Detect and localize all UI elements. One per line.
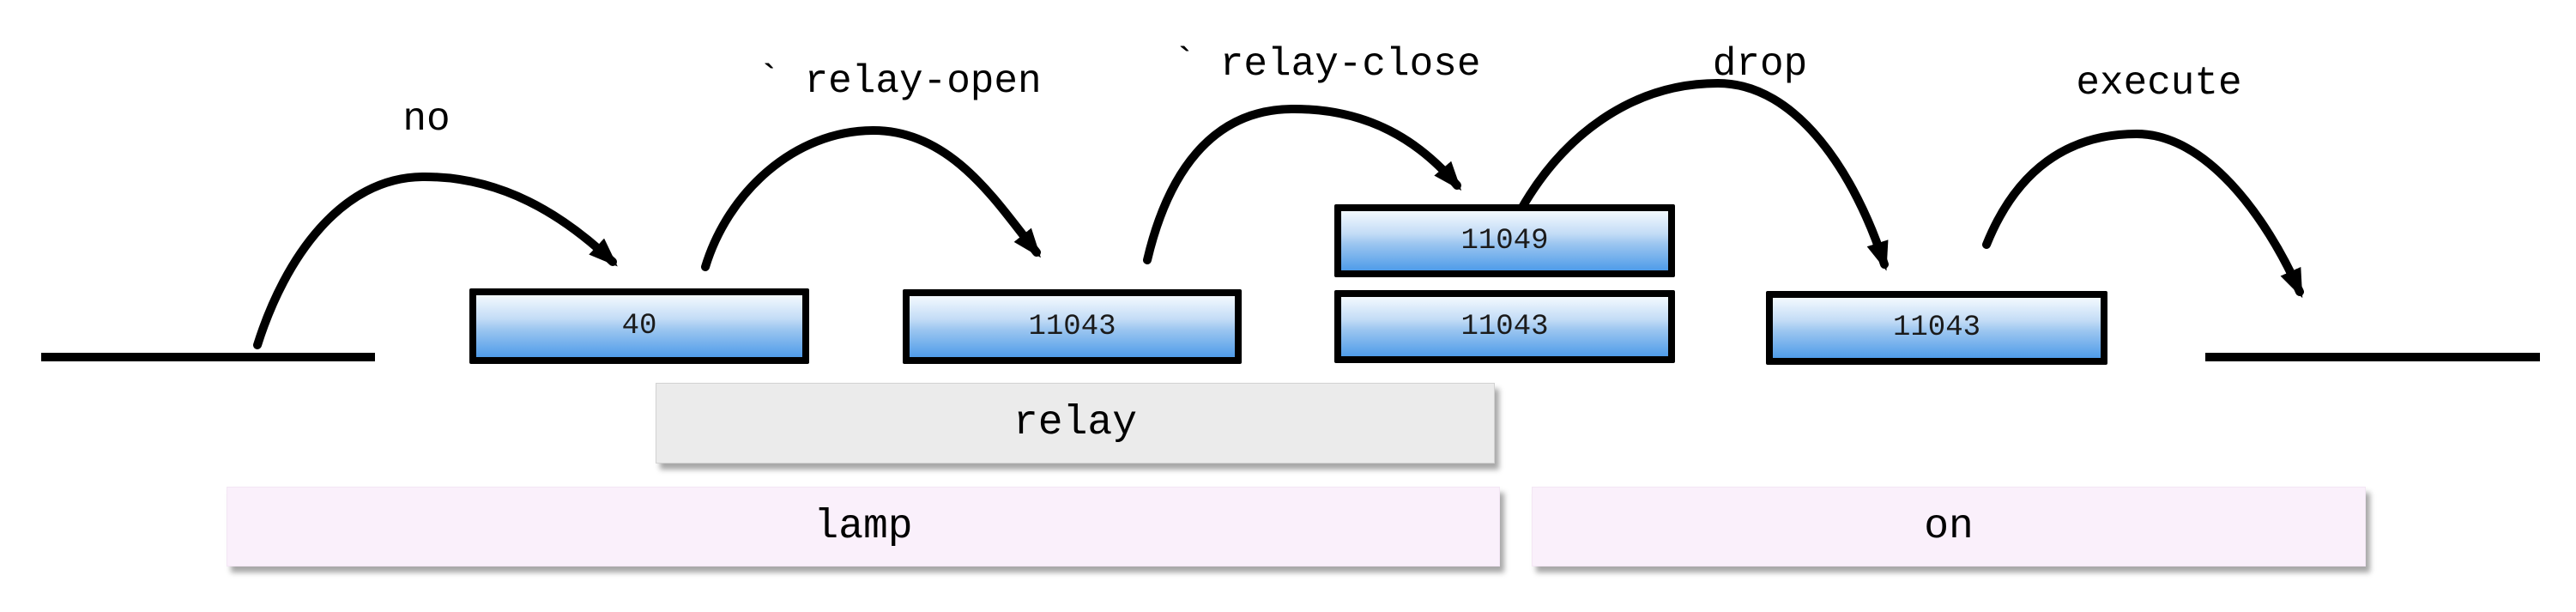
band-relay: relay xyxy=(656,383,1495,464)
stack-cell-11043-first: 11043 xyxy=(903,289,1242,364)
arc-label-drop: drop xyxy=(1712,42,1808,87)
arc-label-execute: execute xyxy=(2076,61,2242,106)
stack-cell-value: 40 xyxy=(621,310,657,342)
band-lamp: lamp xyxy=(227,487,1500,567)
stack-cell-11043-under: 11043 xyxy=(1334,290,1675,363)
arc-label-relay-open: ` relay-open xyxy=(757,59,1042,104)
band-lamp-label: lamp xyxy=(813,503,913,550)
stack-cell-40: 40 xyxy=(469,288,809,364)
stack-cell-value: 11043 xyxy=(1460,310,1549,343)
band-on: on xyxy=(1532,487,2366,567)
stack-cell-value: 11043 xyxy=(1892,312,1981,344)
band-relay-label: relay xyxy=(1013,400,1138,446)
band-on-label: on xyxy=(1924,503,1974,550)
arc-relay-open xyxy=(701,125,1042,271)
stack-cell-value: 11043 xyxy=(1028,310,1116,343)
arc-label-relay-close: ` relay-close xyxy=(1172,42,1481,87)
arc-label-no: no xyxy=(402,97,450,142)
stack-cell-11043-last: 11043 xyxy=(1766,291,2107,365)
arc-execute xyxy=(1982,129,2304,299)
stack-cell-11049-top: 11049 xyxy=(1334,204,1675,277)
stack-cell-value: 11049 xyxy=(1460,224,1549,258)
baseline-left xyxy=(41,353,375,361)
baseline-right xyxy=(2205,353,2540,361)
